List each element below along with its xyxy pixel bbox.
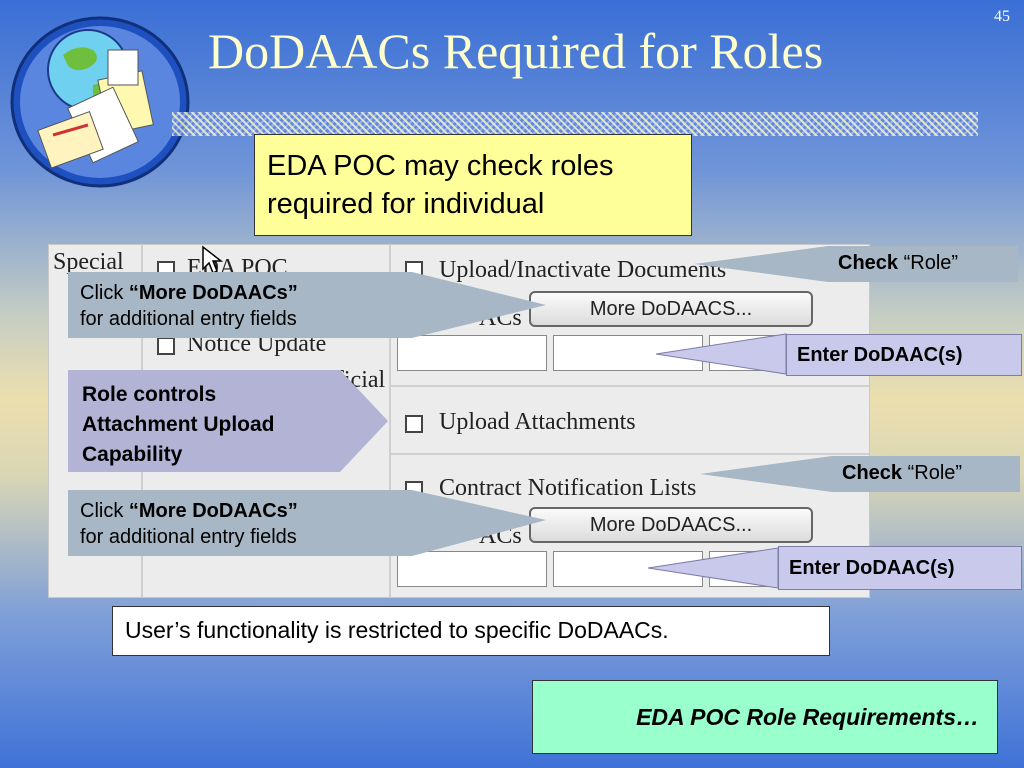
check-bold-text: Check [838,252,899,274]
check-text: “Role” [902,462,963,484]
more-dodaacs-button-2[interactable]: More DoDAACS... [529,507,813,543]
more-dodaacs-callout-2: Click “More DoDAACs” for additional entr… [68,490,412,556]
check-role-arrow-2 [700,456,832,492]
row-divider [389,385,869,387]
dodaac-field-4[interactable] [397,551,547,587]
callout-bold-text: “More DoDAACs” [128,500,298,522]
role-controls-callout: Role controls Attachment Upload Capabili… [68,370,340,472]
special-label: Special [53,249,124,275]
callout-text: Click [80,282,129,304]
upload-attachments-checkbox[interactable] [405,415,423,433]
check-role-callout-1: Check “Role” [828,246,1018,282]
enter-dodaac-callout-1: Enter DoDAAC(s) [786,334,1022,376]
more-dodaacs-arrow-1 [412,272,546,338]
callout-text: for additional entry fields [80,308,297,330]
note-box: EDA POC may check roles required for ind… [254,134,692,236]
check-role-arrow-1 [694,246,828,282]
decorative-divider [172,112,978,136]
check-role-callout-2: Check “Role” [832,456,1020,492]
note-line-1: EDA POC may check roles [267,150,614,182]
enter-dodaac-arrow-2 [647,547,779,589]
upload-attachments-label: Upload Attachments [439,409,636,435]
row-divider [389,453,869,455]
info-box: User’s functionality is restricted to sp… [112,606,830,656]
contract-lists-label: Contract Notification Lists [439,475,697,501]
upload-inactivate-label: Upload/Inactivate Documents [439,257,727,283]
check-bold-text: Check [842,462,903,484]
globe-documents-logo-icon [10,16,190,188]
role-line-1: Role controls [82,383,217,406]
footer-box: EDA POC Role Requirements… [532,680,998,754]
callout-text: for additional entry fields [80,526,297,548]
dodaac-field-1[interactable] [397,335,547,371]
enter-dodaac-arrow-1 [655,333,787,375]
more-dodaacs-callout-1: Click “More DoDAACs” for additional entr… [68,272,412,338]
callout-text: Click [80,500,129,522]
more-dodaacs-button-1[interactable]: More DoDAACS... [529,291,813,327]
notice-update-checkbox[interactable] [157,337,175,355]
role-arrow [340,370,388,472]
enter-dodaac-callout-2: Enter DoDAAC(s) [778,546,1022,590]
slide-number: 45 [994,8,1010,25]
column-divider [389,245,391,597]
check-text: “Role” [898,252,959,274]
note-line-2: required for individual [267,188,545,220]
slide-title: DoDAACs Required for Roles [208,23,824,79]
more-dodaacs-arrow-2 [412,490,546,556]
callout-bold-text: “More DoDAACs” [128,282,298,304]
role-line-3: Capability [82,443,183,466]
role-line-2: Attachment Upload [82,413,275,436]
